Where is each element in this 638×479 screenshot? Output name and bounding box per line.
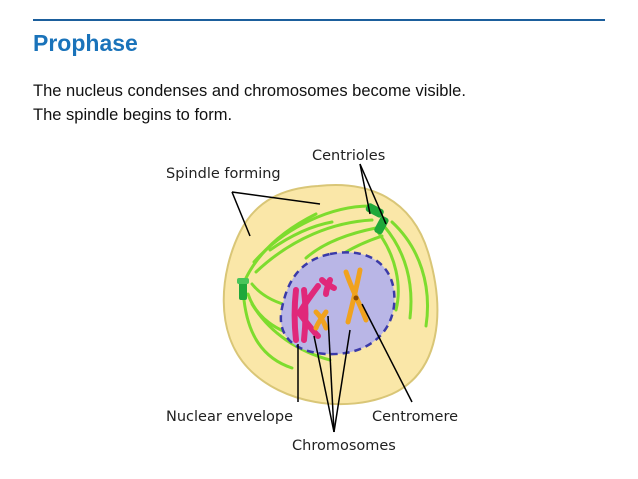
label-centrioles: Centrioles	[312, 148, 385, 164]
top-rule	[33, 19, 605, 21]
slide-title: Prophase	[33, 30, 138, 56]
label-centromere: Centromere	[372, 409, 458, 425]
centromere-dot	[353, 295, 359, 301]
leader-lines	[231, 163, 413, 433]
label-chromosomes: Chromosomes	[292, 438, 396, 454]
centriole-left-icon	[237, 278, 249, 300]
chromosomes-pink-icon	[291, 277, 337, 343]
label-nuclear-envelope: Nuclear envelope	[166, 409, 293, 425]
body-text-line-2: The spindle begins to form.	[33, 106, 233, 124]
label-spindle-forming: Spindle forming	[166, 166, 281, 182]
body-text-line-1: The nucleus condenses and chromosomes be…	[33, 82, 466, 100]
